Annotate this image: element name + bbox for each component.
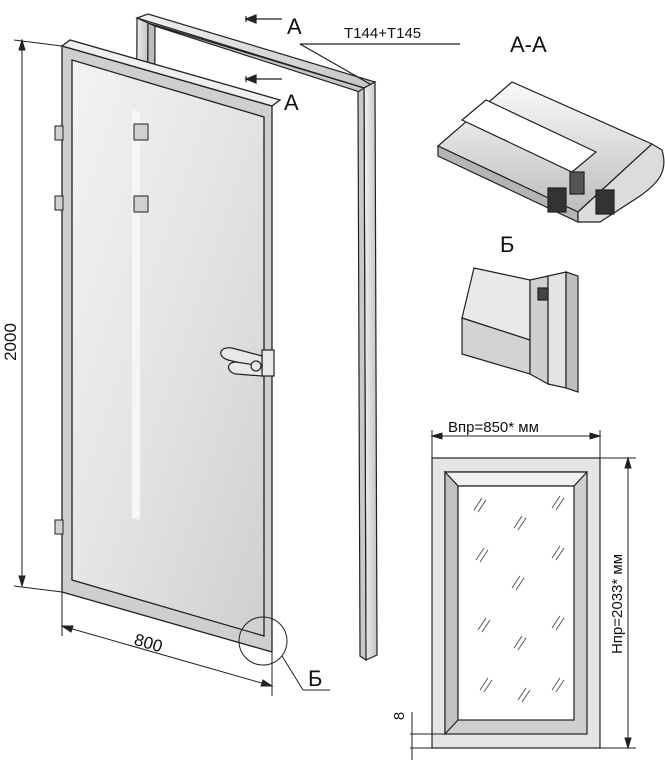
height-dimension [13, 38, 63, 593]
detail-view-title: Б [500, 232, 514, 257]
section-markers [244, 14, 460, 85]
opening-dimensions [410, 430, 636, 760]
width-dimension [60, 592, 274, 696]
width-dim-label: 800 [132, 630, 165, 656]
detail-callout-label: Б [308, 666, 322, 691]
glass-glints [473, 495, 565, 703]
section-label-top: A [287, 14, 302, 39]
gap-label: 8 [391, 712, 408, 720]
profile-section-aa [436, 81, 665, 223]
frame-front-view [431, 457, 601, 749]
section-view-title: A-A [510, 32, 547, 57]
profile-code: T144+T145 [344, 25, 421, 42]
height-dim-label: 2000 [1, 323, 20, 361]
door-handle [220, 347, 275, 377]
section-label-bottom: A [284, 90, 299, 115]
detail-view-b [461, 267, 579, 393]
door-leaf [60, 39, 282, 653]
opening-height-label: Нпр=2033* мм [609, 554, 626, 654]
opening-width-label: Впр=850* мм [448, 419, 539, 436]
hinges [54, 123, 149, 535]
detail-callout [238, 616, 330, 691]
